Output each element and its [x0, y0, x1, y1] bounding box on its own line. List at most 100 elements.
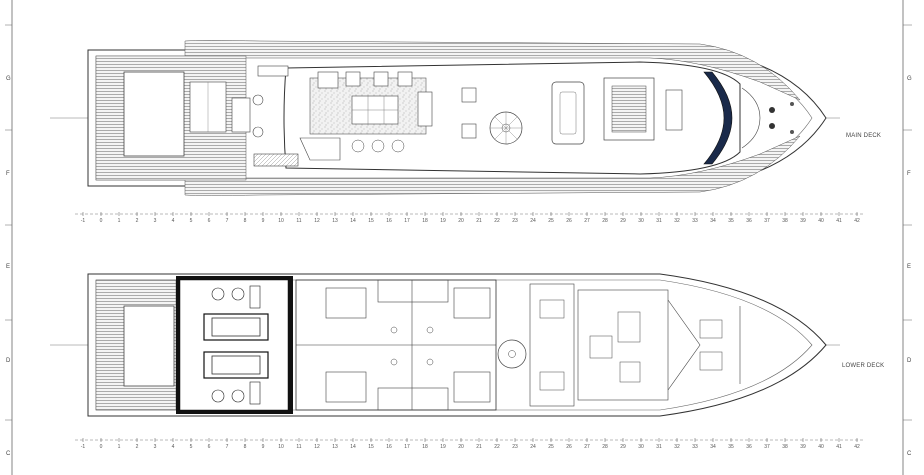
- main-deck-bridge-window: [703, 71, 733, 165]
- frame-number: 13: [332, 218, 338, 224]
- frame-number: 4: [172, 444, 175, 450]
- frame-number: 34: [710, 444, 716, 450]
- zone-letters-right: G F E D C: [907, 76, 912, 457]
- frame-number: 33: [692, 444, 698, 450]
- frame-number: 6: [208, 218, 211, 224]
- frame-number: 35: [728, 218, 734, 224]
- frame-number: 15: [368, 444, 374, 450]
- frame-number: -1: [81, 444, 86, 450]
- frame-number: 22: [494, 444, 500, 450]
- frame-number: 15: [368, 218, 374, 224]
- frame-number: 2: [136, 444, 139, 450]
- main-deck-side-deck-top: [184, 40, 801, 101]
- lower-deck-label: LOWER DECK: [842, 363, 884, 369]
- frame-number: 8: [244, 218, 247, 224]
- main-deck-sunpad: [123, 71, 185, 157]
- frame-number: 22: [494, 218, 500, 224]
- frame-number: 27: [584, 444, 590, 450]
- zone-letters-left: G F E D C: [6, 76, 11, 457]
- lower-deck-guest-cabins: [295, 279, 497, 411]
- frame-number: 21: [476, 218, 482, 224]
- frame-number: 25: [548, 444, 554, 450]
- frame-number: 30: [638, 218, 644, 224]
- frame-number: 42: [854, 444, 860, 450]
- frame-number: 41: [836, 218, 842, 224]
- frame-number: 26: [566, 218, 572, 224]
- frame-number: 39: [800, 218, 806, 224]
- frame-number: 38: [782, 444, 788, 450]
- zone-letter: G: [907, 76, 912, 82]
- frame-number: 3: [154, 444, 157, 450]
- frame-number: 34: [710, 218, 716, 224]
- frame-number: 35: [728, 444, 734, 450]
- frame-number: 20: [458, 218, 464, 224]
- frame-number: 1: [118, 218, 121, 224]
- frame-number: 19: [440, 444, 446, 450]
- frame-number: 10: [278, 218, 284, 224]
- frame-number: 10: [278, 444, 284, 450]
- frame-number: 5: [190, 218, 193, 224]
- main-deck-plan: MAIN DECK: [50, 40, 881, 196]
- frame-number: 40: [818, 218, 824, 224]
- frame-number: 29: [620, 218, 626, 224]
- zone-letter: F: [6, 171, 10, 177]
- frame-number: 38: [782, 218, 788, 224]
- zone-letter: C: [907, 451, 912, 457]
- frame-number: 12: [314, 218, 320, 224]
- frame-number: 11: [296, 218, 301, 224]
- zone-letter: C: [6, 451, 11, 457]
- frame-number: 42: [854, 218, 860, 224]
- frame-number: 32: [674, 218, 680, 224]
- frame-number: 28: [602, 218, 608, 224]
- zone-letter: D: [6, 358, 11, 364]
- frame-number: 6: [208, 444, 211, 450]
- frame-number: 27: [584, 218, 590, 224]
- frame-number: 36: [746, 444, 752, 450]
- zone-letter: E: [6, 264, 10, 270]
- frame-number: 23: [512, 444, 518, 450]
- frame-number: 39: [800, 444, 806, 450]
- frame-number: 25: [548, 218, 554, 224]
- frame-number: 14: [350, 444, 356, 450]
- lower-deck-crew-area: [529, 283, 741, 407]
- frame-number: 36: [746, 218, 752, 224]
- frame-number: 0: [100, 218, 103, 224]
- frame-number: 1: [118, 444, 121, 450]
- frame-number: 17: [404, 218, 410, 224]
- zone-letter: D: [907, 358, 912, 364]
- frame-number: 8: [244, 444, 247, 450]
- frame-number: 31: [656, 444, 662, 450]
- frame-number: 7: [226, 218, 229, 224]
- frame-number: 31: [656, 218, 662, 224]
- main-deck-label: MAIN DECK: [846, 133, 881, 139]
- frame-number: 2: [136, 218, 139, 224]
- frame-number: -1: [81, 218, 86, 224]
- frame-number: 13: [332, 444, 338, 450]
- frame-number: 30: [638, 444, 644, 450]
- zone-letter: G: [6, 76, 11, 82]
- frame-number: 28: [602, 444, 608, 450]
- frame-number: 7: [226, 444, 229, 450]
- frame-number: 5: [190, 444, 193, 450]
- frame-number: 19: [440, 218, 446, 224]
- zone-letter: E: [907, 264, 911, 270]
- frame-number: 29: [620, 444, 626, 450]
- frame-number: 4: [172, 218, 175, 224]
- frame-number: 16: [386, 218, 392, 224]
- frame-number: 0: [100, 444, 103, 450]
- sheet-frame: [5, 0, 912, 475]
- frame-number: 41: [836, 444, 842, 450]
- frame-number: 26: [566, 444, 572, 450]
- frame-number: 18: [422, 444, 428, 450]
- lower-deck-plan: LOWER DECK: [50, 273, 884, 417]
- frame-number: 18: [422, 218, 428, 224]
- frame-number: 16: [386, 444, 392, 450]
- frame-number: 20: [458, 444, 464, 450]
- frame-number: 33: [692, 218, 698, 224]
- frame-number: 3: [154, 218, 157, 224]
- frame-number: 21: [476, 444, 482, 450]
- frame-number: 17: [404, 444, 410, 450]
